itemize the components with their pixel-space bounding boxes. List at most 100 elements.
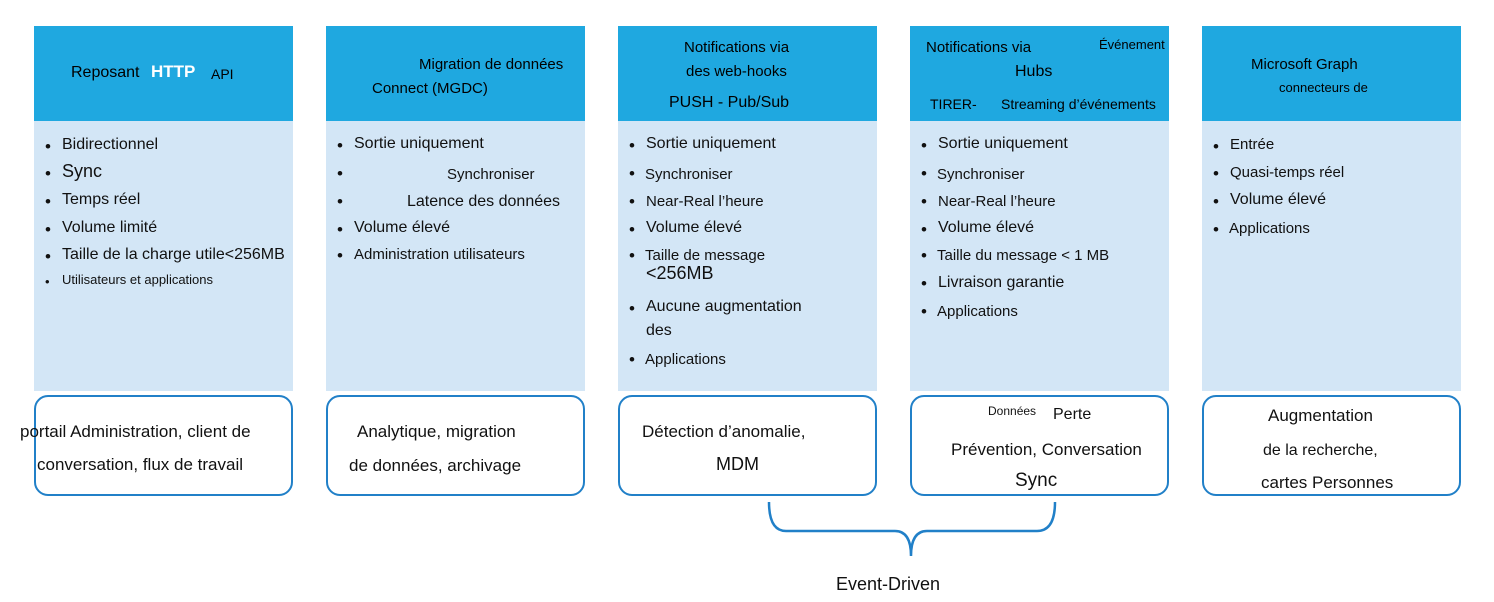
list-item: Volume élevé (646, 219, 743, 236)
use-case-card: Augmentation de la recherche, cartes Per… (1202, 395, 1461, 496)
header-text-bold: HTTP (151, 62, 196, 81)
header-text: Reposant (71, 64, 140, 81)
list-item: Entrée (1230, 136, 1275, 153)
list-item: Near-Real l’heure (646, 193, 764, 210)
column-header: Microsoft Graph connecteurs de (1202, 26, 1461, 121)
header-text: des web-hooks (686, 63, 787, 80)
header-text: Streaming d’événements (1001, 96, 1156, 112)
header-text: Connect (MGDC) (372, 80, 488, 97)
card-text: Prévention, Conversation (951, 440, 1142, 459)
bullet-icon: • (921, 274, 927, 293)
card-text: MDM (716, 454, 759, 474)
card-text: cartes Personnes (1261, 473, 1394, 492)
list-item: Volume élevé (1230, 191, 1327, 208)
bullet-icon: • (629, 192, 635, 211)
bullet-icon: • (1213, 137, 1219, 156)
list-item: Taille de la charge utile<256MB (62, 246, 285, 263)
column-mgdc: Migration de données Connect (MGDC) • So… (326, 26, 585, 391)
list-item: Volume élevé (938, 219, 1035, 236)
header-text: Hubs (1015, 63, 1053, 80)
column-graph-connectors: Microsoft Graph connecteurs de • Entrée … (1202, 26, 1461, 391)
bullet-icon: • (629, 299, 635, 318)
list-item: Aucune augmentation (646, 298, 802, 315)
card-text: de la recherche, (1263, 442, 1378, 459)
list-item: Utilisateurs et applications (62, 272, 214, 287)
column-body: • Bidirectionnel • Sync • Temps réel • V… (34, 121, 293, 391)
footer-label: Event-Driven (836, 574, 941, 594)
list-item: Taille de message (645, 247, 766, 264)
bullet-icon: • (45, 192, 51, 211)
bullet-icon: • (45, 137, 51, 156)
bullet-icon: • (921, 192, 927, 211)
card-text: portail Administration, client de (20, 422, 251, 441)
list-item: Bidirectionnel (62, 136, 159, 153)
bullet-icon: • (337, 246, 343, 265)
use-case-card: Détection d’anomalie, MDM (618, 395, 877, 496)
bullet-icon: • (629, 136, 635, 155)
header-text: Notifications via (684, 39, 790, 56)
header-text: Migration de données (419, 56, 564, 73)
column-rest-api: Reposant HTTP API • Bidirectionnel • Syn… (34, 26, 293, 391)
use-case-card: Données Perte Prévention, Conversation S… (910, 395, 1169, 496)
card-text: Analytique, migration (357, 422, 516, 441)
column-event-hubs: Notifications via Événement Hubs TIRER- … (910, 26, 1169, 391)
list-item: Sortie uniquement (646, 135, 776, 152)
list-item: Administration utilisateurs (354, 246, 525, 263)
bullet-icon: • (45, 247, 51, 266)
card-text: conversation, flux de travail (37, 455, 243, 474)
column-body: • Entrée • Quasi-temps réel • Volume éle… (1202, 121, 1461, 391)
header-text: PUSH - Pub/Sub (669, 94, 790, 111)
column-body: • Sortie uniquement • Synchroniser • Lat… (326, 121, 585, 391)
list-item: Quasi-temps réel (1230, 164, 1345, 181)
column-header: Reposant HTTP API (34, 26, 293, 121)
column-header: Migration de données Connect (MGDC) (326, 26, 585, 121)
list-item: Synchroniser (447, 166, 535, 183)
list-item: Sortie uniquement (938, 135, 1068, 152)
list-item: Applications (937, 303, 1018, 320)
bullet-icon: • (1213, 164, 1219, 183)
column-body: • Sortie uniquement • Synchroniser • Nea… (618, 121, 877, 391)
column-webhooks: Notifications via des web-hooks PUSH - P… (618, 26, 877, 391)
list-item: Volume élevé (354, 219, 451, 236)
list-item: Temps réel (62, 191, 141, 208)
bullet-icon: • (1213, 220, 1219, 239)
card-text: Augmentation (1268, 406, 1373, 425)
card-text: Perte (1053, 406, 1092, 423)
bullet-icon: • (921, 164, 927, 183)
header-text: Événement (1099, 37, 1165, 52)
bullet-icon: • (337, 164, 343, 183)
header-text: Notifications via (926, 39, 1032, 56)
list-item-continued: <256MB (646, 263, 714, 283)
list-item: Synchroniser (645, 166, 733, 183)
header-text: Microsoft Graph (1251, 56, 1358, 73)
header-text: connecteurs de (1279, 80, 1368, 95)
bullet-icon: • (629, 246, 635, 265)
card-text: Sync (1015, 470, 1058, 491)
bullet-icon: • (629, 220, 635, 239)
card-text: de données, archivage (349, 456, 522, 475)
header-text: TIRER- (930, 96, 977, 112)
bullet-icon: • (1213, 192, 1219, 211)
bullet-icon: • (629, 164, 635, 183)
column-header: Notifications via Événement Hubs TIRER- … (910, 26, 1169, 121)
bullet-icon: • (921, 136, 927, 155)
list-item: Sortie uniquement (354, 135, 484, 152)
bullet-icon: • (337, 220, 343, 239)
list-item: Sync (62, 161, 103, 181)
brace-line (767, 501, 1057, 557)
list-item: Taille du message < 1 MB (937, 247, 1110, 264)
list-item: Livraison garantie (938, 274, 1065, 291)
bullet-icon: • (45, 220, 51, 239)
bullet-icon: • (629, 350, 635, 369)
use-case-card: Analytique, migration de données, archiv… (326, 395, 585, 496)
list-item: Applications (645, 351, 726, 368)
column-body: • Sortie uniquement • Synchroniser • Nea… (910, 121, 1169, 391)
list-item: Synchroniser (937, 166, 1025, 183)
bullet-icon: • (337, 192, 343, 211)
list-item: Applications (1229, 220, 1310, 237)
bullet-icon: • (921, 246, 927, 265)
card-text: Détection d’anomalie, (642, 422, 806, 441)
list-item: Volume limité (62, 219, 158, 236)
use-case-card: portail Administration, client de conver… (20, 395, 293, 496)
